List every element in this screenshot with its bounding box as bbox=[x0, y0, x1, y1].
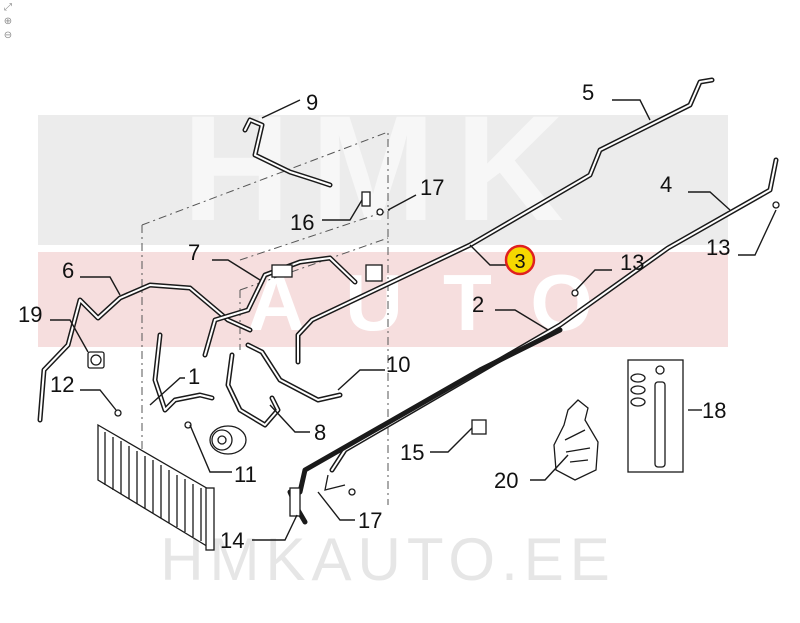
bolt-17-bottom bbox=[348, 488, 356, 496]
callout-4[interactable]: 4 bbox=[660, 172, 672, 197]
condenser bbox=[97, 423, 215, 551]
callout-12[interactable]: 12 bbox=[50, 372, 74, 397]
cap-13-a bbox=[571, 289, 579, 297]
parts bbox=[87, 191, 780, 551]
compressor bbox=[209, 425, 247, 455]
zoom-out-icon[interactable]: ⊖ bbox=[3, 30, 13, 41]
callouts: 9 5 17 16 4 13 3 7 6 13 2 19 10 12 1 18 … bbox=[18, 80, 730, 553]
callout-8[interactable]: 8 bbox=[314, 420, 326, 445]
callout-17-top[interactable]: 17 bbox=[420, 175, 444, 200]
callout-7[interactable]: 7 bbox=[188, 240, 200, 265]
watermark-url: HMKAUTO.EE bbox=[160, 526, 616, 593]
watermark: HMK AUTO HMKAUTO.EE bbox=[38, 84, 728, 593]
pipes bbox=[37, 77, 779, 525]
callout-13-right[interactable]: 13 bbox=[706, 235, 730, 260]
leader-lines bbox=[50, 99, 777, 541]
callout-9[interactable]: 9 bbox=[306, 90, 318, 115]
callout-20[interactable]: 20 bbox=[494, 468, 518, 493]
clip-16 bbox=[361, 191, 371, 207]
callout-14[interactable]: 14 bbox=[220, 528, 244, 553]
clip-15 bbox=[471, 419, 487, 435]
callout-6[interactable]: 6 bbox=[62, 258, 74, 283]
pressure-switch bbox=[87, 351, 105, 369]
callout-19[interactable]: 19 bbox=[18, 302, 42, 327]
bolt-12 bbox=[114, 409, 122, 417]
watermark-logo-band bbox=[38, 115, 728, 245]
watermark-logo-red-band bbox=[38, 252, 728, 347]
highlight-3[interactable]: 3 bbox=[504, 244, 536, 276]
watermark-logo-text: HMK bbox=[182, 84, 584, 252]
bracket-14 bbox=[289, 487, 301, 517]
callout-15[interactable]: 15 bbox=[400, 440, 424, 465]
callout-10[interactable]: 10 bbox=[386, 352, 410, 377]
watermark-logo-sub: AUTO bbox=[247, 258, 632, 347]
callout-11[interactable]: 11 bbox=[234, 462, 257, 487]
valve-7 bbox=[271, 264, 293, 278]
bolt-11 bbox=[184, 421, 192, 429]
dryer-kit bbox=[627, 359, 684, 473]
callout-13-mid[interactable]: 13 bbox=[620, 250, 644, 275]
assembly-outline bbox=[141, 131, 391, 505]
callout-18[interactable]: 18 bbox=[702, 398, 726, 423]
fit-icon[interactable]: ⤢ bbox=[4, 2, 12, 13]
callout-1[interactable]: 1 bbox=[188, 364, 200, 389]
fitting-7 bbox=[365, 264, 383, 282]
zoom-in-icon[interactable]: ⊕ bbox=[3, 16, 13, 27]
viewer-toolbar: ⤢ ⊕ ⊖ bbox=[2, 2, 16, 42]
highlight-3-badge bbox=[504, 244, 536, 276]
oil-bottle bbox=[553, 399, 599, 481]
callout-16[interactable]: 16 bbox=[290, 210, 314, 235]
callout-2[interactable]: 2 bbox=[472, 292, 484, 317]
cap-13-b bbox=[772, 201, 780, 209]
bolt-17-top bbox=[376, 208, 384, 216]
callout-3[interactable]: 3 bbox=[514, 251, 525, 273]
callout-17-bottom[interactable]: 17 bbox=[358, 508, 382, 533]
callout-5[interactable]: 5 bbox=[582, 80, 594, 105]
